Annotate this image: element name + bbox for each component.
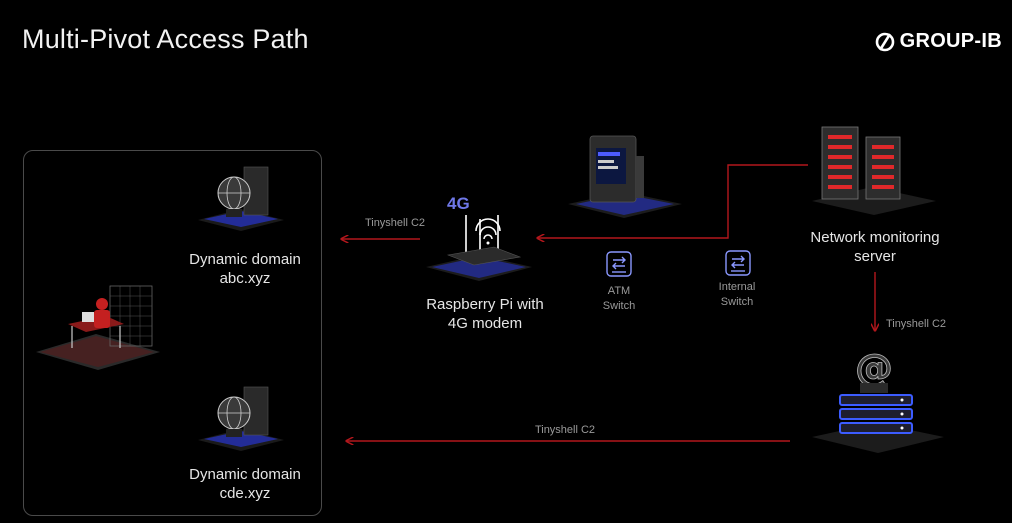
- internal-switch-label: Internal Switch: [707, 280, 767, 310]
- atm-switch-label-line2: Switch: [602, 300, 636, 312]
- hacker-workstation-icon: [36, 285, 160, 370]
- mail-server-icon: @: [812, 346, 944, 453]
- router-icon: [426, 215, 532, 281]
- nms-label: Network monitoring server: [795, 228, 955, 266]
- nms-label-line1: Network monitoring: [810, 229, 940, 246]
- 4g-badge: 4G: [447, 194, 470, 213]
- raspberry-label-line2: 4G modem: [447, 315, 523, 332]
- internal-switch-label-line2: Switch: [720, 296, 754, 308]
- atm-icon: [568, 135, 682, 218]
- atm-switch-label-line1: ATM: [607, 285, 631, 297]
- brand-logo: GROUP-IB: [874, 30, 1002, 53]
- brand-name: GROUP-IB: [899, 30, 1002, 52]
- attacker-infrastructure-panel: [23, 150, 322, 516]
- globe-server-icon: [198, 386, 284, 451]
- svg-text:@: @: [855, 346, 893, 390]
- group-ib-logo-icon: [875, 32, 894, 51]
- edge-label-tinyshell-bottom: Tinyshell C2: [534, 424, 596, 436]
- domain-bottom-label-line1: Dynamic domain: [189, 466, 301, 483]
- domain-bottom-label: Dynamic domain cde.xyz: [175, 465, 315, 503]
- edge-label-tinyshell-top: Tinyshell C2: [364, 217, 426, 229]
- atm-switch-label: ATM Switch: [589, 284, 649, 314]
- domain-top-label-line2: abc.xyz: [219, 270, 271, 287]
- domain-top-label: Dynamic domain abc.xyz: [175, 250, 315, 288]
- globe-server-icon: [198, 166, 284, 231]
- raspberry-label-line1: Raspberry Pi with: [426, 296, 544, 313]
- page-title: Multi-Pivot Access Path: [22, 24, 309, 54]
- switch-icon: [606, 251, 632, 277]
- server-towers-icon: [812, 126, 936, 215]
- nms-label-line2: server: [854, 248, 896, 265]
- domain-top-label-line1: Dynamic domain: [189, 251, 301, 268]
- edge-label-tinyshell-right: Tinyshell C2: [885, 318, 947, 330]
- internal-switch-label-line1: Internal: [718, 281, 756, 293]
- domain-bottom-label-line2: cde.xyz: [219, 485, 271, 502]
- raspberry-label: Raspberry Pi with 4G modem: [410, 295, 560, 333]
- switch-icon: [725, 250, 751, 276]
